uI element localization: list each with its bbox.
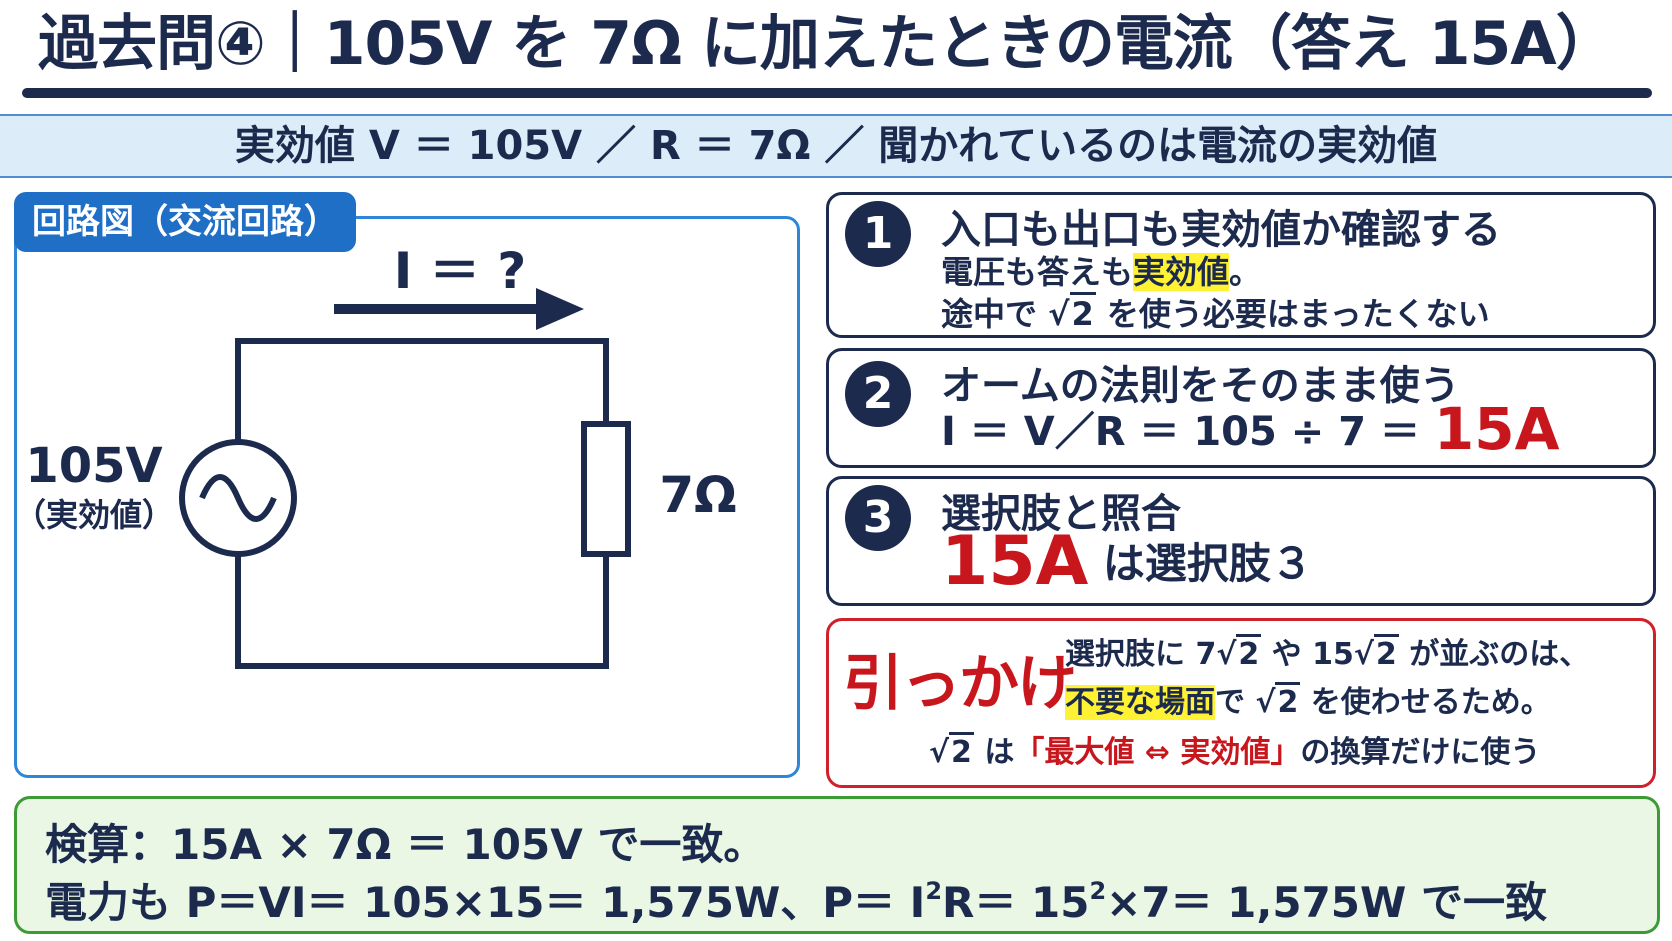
- step-3-answer: 15A: [941, 522, 1089, 601]
- given-values-band: 実効値 V ＝ 105V ／ R ＝ 7Ω ／ 聞かれているのは電流の実効値: [0, 114, 1672, 178]
- sqrt-2: √2: [1354, 634, 1399, 672]
- current-label: I ＝ ?: [394, 242, 526, 300]
- step-1-number: 1: [845, 201, 911, 267]
- source-voltage-label: 105V: [25, 438, 162, 494]
- sqrt-2: √2: [929, 732, 974, 770]
- trap-label: 引っかけ: [843, 649, 1077, 719]
- step-3-result: 15A は選択肢３: [941, 525, 1313, 599]
- ohm-formula: I ＝ V／R ＝ 105 ÷ 7 ＝ 15A: [941, 399, 1560, 458]
- step-1-text: 。: [1229, 253, 1262, 291]
- circuit-diagram: I ＝ ? 105V （実効値） 7Ω: [14, 242, 737, 669]
- source-rms-note: （実効値）: [14, 496, 174, 534]
- formula-text: I ＝ V／R ＝ 105 ÷ 7 ＝: [941, 409, 1420, 455]
- circuit-wire: [235, 548, 609, 669]
- page-title: 過去問④｜105V を 7Ω に加えたときの電流（答え 15A）: [38, 9, 1616, 79]
- trap-line-1: 選択肢に 7√2 や 15√2 が並ぶのは、: [1065, 629, 1589, 673]
- step-1-text: 途中で: [941, 295, 1038, 333]
- title-underline: [22, 88, 1652, 98]
- sqrt-2: √2: [1048, 292, 1096, 333]
- step-3-number: 3: [845, 485, 911, 551]
- step-1-line-1: 電圧も答えも実効値。: [941, 247, 1261, 293]
- trap-line-2: 不要な場面で √2 を使わせるため。: [1065, 677, 1551, 721]
- verification-line-1: 検算：15A × 7Ω ＝ 105V で一致。: [45, 820, 766, 869]
- ac-wave-icon: [199, 474, 277, 522]
- unneeded-highlight: 不要な場面: [1065, 685, 1215, 720]
- current-arrow-head: [536, 288, 584, 330]
- step-2-title: オームの法則をそのまま使う: [941, 363, 1460, 409]
- step-3-choice: は選択肢３: [1102, 539, 1313, 588]
- resistance-label: 7Ω: [659, 466, 736, 524]
- conversion-note: 「最大値 ⇔ 実効値」: [1014, 735, 1301, 770]
- sqrt-2: √2: [1216, 634, 1262, 672]
- step-2-number: 2: [845, 361, 911, 427]
- step-1-text: を使う必要はまったくない: [1106, 295, 1490, 333]
- trap-box: 引っかけ 選択肢に 7√2 や 15√2 が並ぶのは、 不要な場面で √2 を使…: [826, 618, 1656, 788]
- step-1-box: 1 入口も出口も実効値か確認する 電圧も答えも実効値。 途中で √2 を使う必要…: [826, 192, 1656, 338]
- step-1-text: 電圧も答えも: [941, 253, 1134, 291]
- sqrt-2: √2: [1255, 682, 1301, 720]
- verification-box: 検算：15A × 7Ω ＝ 105V で一致。 電力も P＝VI＝ 105×15…: [14, 796, 1660, 934]
- trap-line-3: √2 は「最大値 ⇔ 実効値」の換算だけに使う: [929, 727, 1540, 771]
- resistor: [581, 421, 631, 557]
- circuit-wire: [235, 338, 609, 448]
- step-1-line-2: 途中で √2 を使う必要はまったくない: [941, 289, 1490, 335]
- step-3-box: 3 選択肢と照合 15A は選択肢３: [826, 476, 1656, 606]
- verification-line-2: 電力も P＝VI＝ 105×15＝ 1,575W、P＝ I2R＝ 152×7＝ …: [45, 877, 1547, 927]
- step-3-title: 選択肢と照合: [941, 491, 1181, 537]
- step-2-answer: 15A: [1433, 395, 1560, 463]
- step-2-box: 2 オームの法則をそのまま使う I ＝ V／R ＝ 105 ÷ 7 ＝ 15A: [826, 348, 1656, 468]
- rms-highlight: 実効値: [1133, 253, 1230, 291]
- step-1-title: 入口も出口も実効値か確認する: [941, 207, 1501, 253]
- circuit-tag: 回路図（交流回路）: [14, 192, 356, 252]
